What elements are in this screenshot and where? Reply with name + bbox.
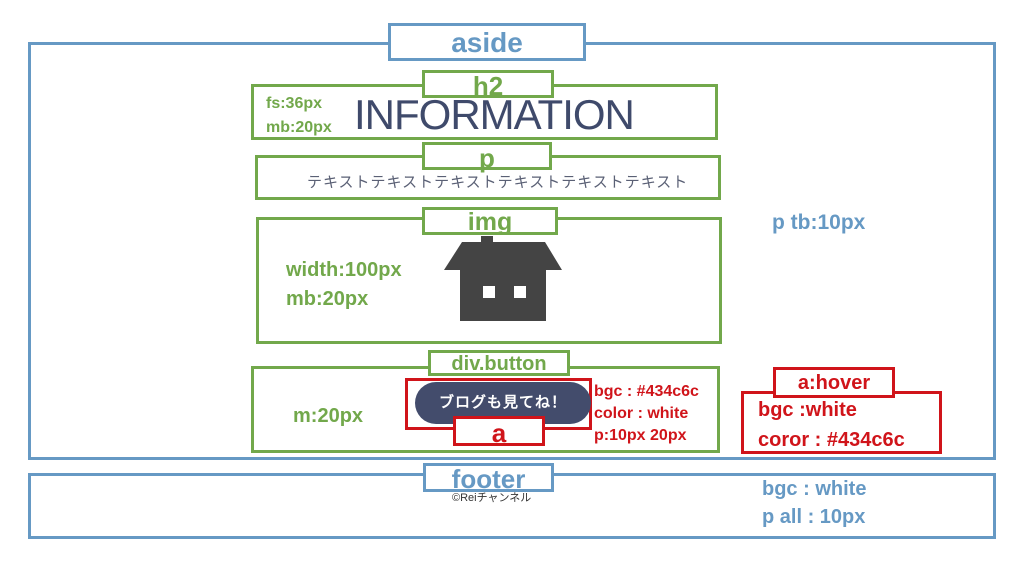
p-paragraph-text: テキストテキストテキストテキストテキストテキスト xyxy=(307,174,689,191)
a-label: a xyxy=(453,416,545,446)
h2-heading-text: INFORMATION xyxy=(354,91,635,138)
house-icon xyxy=(444,236,562,321)
div-button-label: div.button xyxy=(428,350,570,376)
p-label: p xyxy=(422,142,552,171)
aside-label: aside xyxy=(388,23,586,61)
div-button-margin-note: m:20px xyxy=(293,405,364,427)
footer-copyright-text: ©Reiチャンネル xyxy=(452,492,532,504)
h2-label: h2 xyxy=(422,70,554,99)
a-bgc-note: bgc : #434c6c xyxy=(594,383,699,400)
footer-label: footer xyxy=(423,463,554,492)
a-padding-note: p:10px 20px xyxy=(594,427,687,444)
h2-font-size-note: fs:36px xyxy=(266,95,323,112)
a-hover-bgc-note: bgc :white xyxy=(758,399,857,421)
a-hover-label: a:hover xyxy=(773,367,895,398)
footer-padding-note: p all : 10px xyxy=(762,506,866,528)
img-width-note: width:100px xyxy=(286,259,402,281)
footer-bgc-note: bgc : white xyxy=(762,478,867,500)
a-hover-color-note: coror : #434c6c xyxy=(758,429,905,451)
aside-padding-note: p tb:10px xyxy=(772,211,866,234)
a-color-note: color : white xyxy=(594,405,689,422)
h2-margin-note: mb:20px xyxy=(266,119,332,136)
img-margin-note: mb:20px xyxy=(286,288,369,310)
img-label: img xyxy=(422,207,558,235)
